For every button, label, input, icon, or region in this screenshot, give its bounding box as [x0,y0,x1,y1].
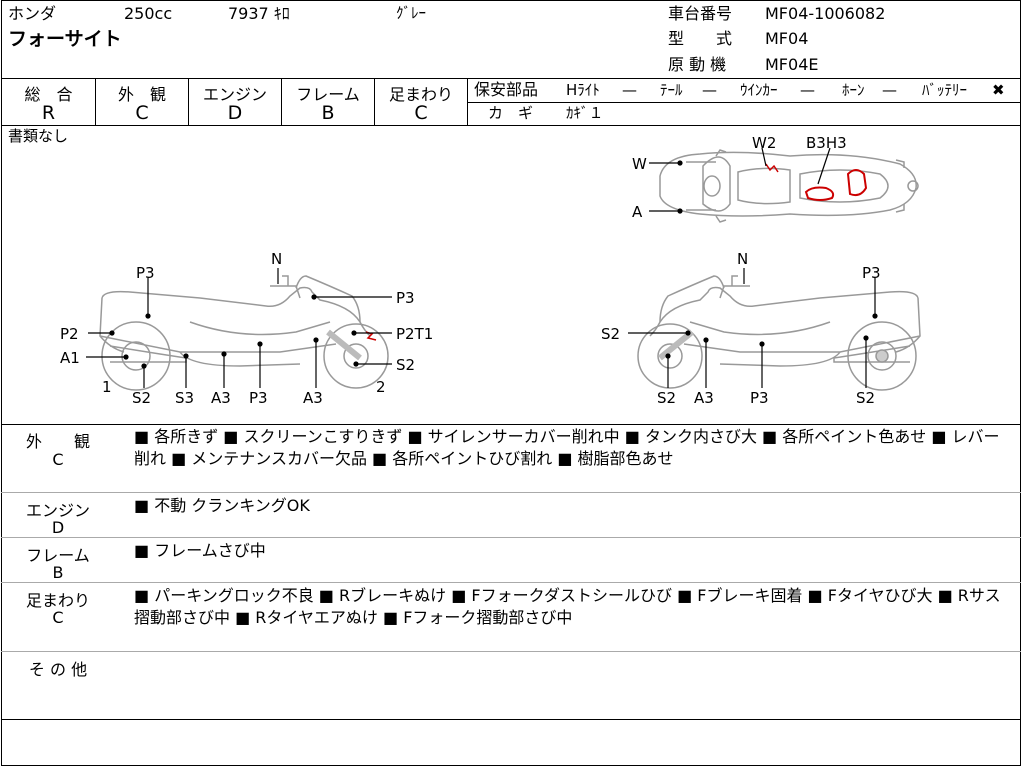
remark-label-other: そ の 他 [28,660,88,679]
remark-grade-exterior: C [52,450,64,469]
grid-line [188,78,189,125]
grade-value-frame: B [321,102,335,124]
right-view-outline [637,275,921,391]
remark-label-engine: エンジン [25,501,90,520]
engine-label: 原 動 機 [668,55,727,74]
grid-line [1,125,1021,126]
frame-number: MF04-1006082 [765,4,886,23]
model-name: フォーサイト [8,28,122,50]
key-label: カ ギ [488,104,534,122]
label-left-s2-rear: S2 [132,389,152,407]
safety-item-tail: ﾃｰﾙ [660,81,683,99]
engine-code: MF04E [765,55,819,74]
safety-item-headlight: Hﾗｲﾄ [566,81,600,99]
safety-mark-headlight: — [622,81,637,99]
grid-line [374,78,375,125]
grade-label-frame: フレーム [296,85,360,104]
grid-line [1,78,1021,79]
grid-line [468,102,1021,103]
label-left-p3-seat: P3 [136,264,155,282]
grid-line [1,651,1021,652]
grade-value-engine: D [227,102,243,124]
grid-line [95,78,96,125]
model-code-label: 型 式 [668,29,733,48]
remark-text-engine: ■ 不動 クランキングOK [134,496,310,515]
grid-line [1,719,1021,720]
maker: ホンダ [8,4,57,23]
label-right-a3: A3 [694,389,714,407]
label-right-p3: P3 [862,264,881,282]
safety-mark-winker: — [800,81,815,99]
label-left-p2t1: P2T1 [396,325,434,343]
displacement: 250cc [124,4,173,23]
label-w: W [632,155,647,173]
grade-label-engine: エンジン [202,85,267,104]
grade-label-overall: 総 合 [24,85,73,104]
left-view-outline [99,275,389,391]
remark-grade-engine: D [51,518,65,537]
safety-mark-horn: — [882,81,897,99]
safety-mark-battery: ✖ [992,81,1005,99]
label-a: A [632,203,643,221]
label-left-s2-front: S2 [396,356,416,374]
grid-line [1,492,1021,493]
label-left-p3-floor: P3 [249,389,268,407]
label-right-s2-side: S2 [601,325,621,343]
safety-item-winker: ｳｲﾝｶｰ [740,81,778,99]
label-right-p3-floor: P3 [750,389,769,407]
damage-diagram [86,147,921,391]
grade-value-overall: R [41,102,56,124]
grade-value-suspension: C [414,102,428,124]
label-w2: W2 [752,134,777,152]
remark-text-suspension: ■ パーキングロック不良 ■ Rブレーキぬけ ■ Fフォークダストシールひび ■… [134,586,1001,627]
label-left-s3: S3 [175,389,195,407]
label-right-s2-front: S2 [657,389,677,407]
label-left-a3: A3 [211,389,231,407]
documents-note: 書類なし [8,127,69,145]
remark-grade-frame: B [52,563,64,582]
label-left-1: 1 [102,378,112,396]
color: ｸﾞﾚｰ [396,4,427,22]
safety-mark-tail: — [702,81,717,99]
grade-label-suspension: 足まわり [388,85,453,104]
remark-label-suspension: 足まわり [25,591,90,610]
key-value: ｶｷﾞ１ [566,104,604,122]
label-left-n: N [271,250,283,268]
label-left-a3-front: A3 [303,389,323,407]
label-left-2: 2 [376,378,386,396]
grade-value-exterior: C [135,102,149,124]
grid-line [1,582,1021,583]
label-left-a1: A1 [60,349,80,367]
frame-number-label: 車台番号 [668,4,733,23]
safety-item-battery: ﾊﾞｯﾃﾘｰ [922,81,968,99]
label-right-n: N [737,250,749,268]
grid-line [1,424,1021,425]
label-left-p2: P2 [60,325,79,343]
model-code: MF04 [765,29,809,48]
label-b3h3: B3H3 [806,134,847,152]
remark-grade-suspension: C [52,608,64,627]
remark-text-exterior: ■ 各所きず ■ スクリーンこすりきず ■ サイレンサーカバー削れ中 ■ タンク… [134,427,1000,468]
grid-line [467,78,468,125]
top-view-outline [659,149,919,223]
label-left-p3-screen: P3 [396,289,415,307]
label-right-s2-rear: S2 [856,389,876,407]
remark-label-frame: フレーム [26,546,90,565]
remark-label-exterior: 外 観 [25,432,90,451]
remark-text-frame: ■ フレームさび中 [134,541,266,560]
grid-line [281,78,282,125]
grade-label-exterior: 外 観 [117,85,166,104]
mileage: 7937 ｷﾛ [228,4,290,23]
safety-label: 保安部品 [474,80,539,99]
grid-line [1,537,1021,538]
safety-item-horn: ﾎｰﾝ [842,81,865,99]
